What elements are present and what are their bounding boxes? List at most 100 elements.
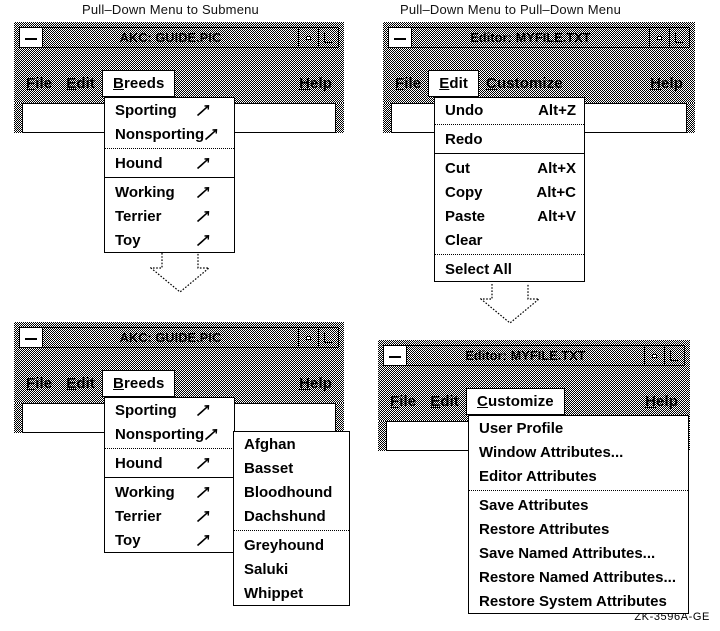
- menu-edit[interactable]: Edit: [423, 390, 466, 413]
- menu-file[interactable]: File: [388, 72, 428, 95]
- titlebar: Editor: MYFILE.TXT: [388, 27, 690, 48]
- menu-item[interactable]: User Profile: [469, 416, 688, 440]
- client-left-border: [383, 103, 391, 133]
- menu-breeds[interactable]: Breeds: [102, 369, 176, 397]
- minimize-button[interactable]: [645, 345, 665, 366]
- menu-item[interactable]: Cut Alt+X: [435, 156, 584, 180]
- figure-id-label: ZK-3596A-GE: [634, 611, 710, 623]
- menu-item[interactable]: Nonsporting: [105, 122, 234, 146]
- menubar-stipple: [14, 66, 344, 104]
- titlebar: AKC: GUIDE.PIC: [19, 27, 339, 48]
- menu-item[interactable]: Window Attributes...: [469, 440, 688, 464]
- menu-item[interactable]: Toy: [105, 228, 234, 252]
- menu-separator: [105, 148, 234, 149]
- menu-item-label: Save Attributes: [479, 496, 589, 514]
- menu-item[interactable]: Saluki: [234, 557, 349, 581]
- window-menu-button[interactable]: [388, 27, 412, 48]
- menu-item[interactable]: Hound: [105, 451, 234, 475]
- menu-item[interactable]: Greyhound: [234, 533, 349, 557]
- minimize-button[interactable]: [299, 327, 319, 348]
- menu-item[interactable]: Restore Attributes: [469, 517, 688, 541]
- client-left-border: [14, 103, 22, 133]
- menu-item[interactable]: Working: [105, 180, 234, 204]
- menu-edit[interactable]: Edit: [59, 72, 102, 95]
- menu-file[interactable]: File: [19, 372, 59, 395]
- window-menu-button[interactable]: [383, 345, 407, 366]
- window-menu-button[interactable]: [19, 327, 43, 348]
- minimize-button[interactable]: [299, 27, 319, 48]
- menu-separator: [435, 124, 584, 125]
- menu-item[interactable]: Basset: [234, 456, 349, 480]
- menu-item[interactable]: Editor Attributes: [469, 464, 688, 488]
- menu-item[interactable]: Working: [105, 480, 234, 504]
- menu-edit[interactable]: Edit: [59, 372, 102, 395]
- submenu-arrow-icon: [196, 456, 226, 470]
- menu-edit[interactable]: Edit: [428, 69, 479, 97]
- submenu-arrow-icon: [196, 533, 226, 547]
- menu-item-label: Greyhound: [244, 536, 325, 554]
- maximize-button[interactable]: [319, 327, 339, 348]
- menu-help[interactable]: Help: [638, 390, 685, 413]
- maximize-button[interactable]: [319, 27, 339, 48]
- submenu-arrow-icon: [196, 156, 226, 170]
- menu-item[interactable]: Nonsporting: [105, 422, 234, 446]
- menu-item[interactable]: Restore Named Attributes...: [469, 565, 688, 589]
- menu-item[interactable]: Terrier: [105, 204, 234, 228]
- window-editor-bottom: Editor: MYFILE.TXT: [378, 340, 690, 385]
- menu-item-label: Save Named Attributes...: [479, 544, 656, 562]
- menu-file[interactable]: File: [383, 390, 423, 413]
- menu-item[interactable]: Sporting: [105, 98, 234, 122]
- menu-file[interactable]: File: [19, 72, 59, 95]
- window-title: Editor: MYFILE.TXT: [407, 345, 645, 366]
- menu-item[interactable]: Sporting: [105, 398, 234, 422]
- menu-label-rest: ile: [35, 374, 53, 392]
- menu-help[interactable]: Help: [643, 72, 690, 95]
- menu-item[interactable]: Terrier: [105, 504, 234, 528]
- menu-label-rest: elp: [310, 374, 332, 392]
- menu-label-rest: reeds: [123, 374, 165, 392]
- menu-item[interactable]: Whippet: [234, 581, 349, 605]
- menu-separator: [435, 153, 584, 154]
- menu-item[interactable]: Hound: [105, 151, 234, 175]
- menu-item[interactable]: Restore System Attributes: [469, 589, 688, 613]
- menu-item-label: Basset: [244, 459, 294, 477]
- menu-separator: [105, 448, 234, 449]
- menu-item[interactable]: Afghan: [234, 432, 349, 456]
- mnemonic: F: [26, 74, 36, 92]
- maximize-button[interactable]: [670, 27, 690, 48]
- menu-item[interactable]: Save Named Attributes...: [469, 541, 688, 565]
- menu-customize[interactable]: Customize: [466, 387, 565, 415]
- menu-breeds[interactable]: Breeds: [102, 69, 176, 97]
- menu-item[interactable]: Bloodhound: [234, 480, 349, 504]
- menu-item[interactable]: Dachshund: [234, 504, 349, 528]
- menu-item-label: Hound: [115, 154, 163, 172]
- maximize-button[interactable]: [665, 345, 685, 366]
- menu-label-rest: ile: [404, 74, 422, 92]
- mnemonic: F: [390, 392, 400, 410]
- menu-item[interactable]: Redo: [435, 127, 584, 151]
- menu-item-label: Cut: [445, 159, 470, 177]
- menu-item[interactable]: Save Attributes: [469, 493, 688, 517]
- menu-item[interactable]: Toy: [105, 528, 234, 552]
- menu-item-accelerator: Alt+X: [537, 159, 576, 177]
- menu-item[interactable]: Clear: [435, 228, 584, 252]
- menu-help[interactable]: Help: [292, 72, 339, 95]
- menu-customize[interactable]: Customize: [479, 72, 570, 95]
- menu-item-label: Sporting: [115, 101, 177, 119]
- window-menu-button[interactable]: [19, 27, 43, 48]
- menu-help[interactable]: Help: [292, 372, 339, 395]
- menu-label-rest: elp: [656, 392, 678, 410]
- menu-item[interactable]: Select All: [435, 257, 584, 281]
- mnemonic: B: [113, 74, 124, 92]
- window-akc-guide-bottom: AKC: GUIDE.PIC: [14, 322, 344, 367]
- minimize-button[interactable]: [650, 27, 670, 48]
